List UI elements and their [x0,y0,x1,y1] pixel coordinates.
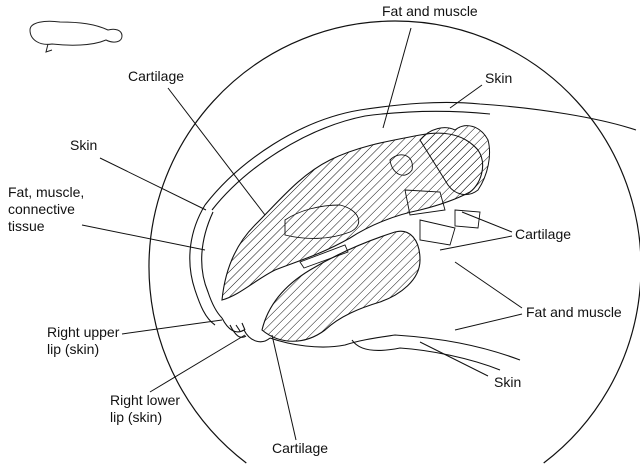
label-skin-top-right: Skin [485,70,513,86]
label-skin-left: Skin [70,137,98,153]
head-outline [189,101,637,371]
inner-details [284,154,481,269]
magnified-section-circle [148,20,640,464]
manatee-icon [29,20,123,53]
label-fat-and-muscle-top: Fat and muscle [382,3,478,19]
lower-jaw-hatched [261,230,421,342]
label-fat-and-muscle-right: Fat and muscle [526,304,622,320]
nasal-hatched [419,125,491,196]
leader-lines [81,27,523,441]
label-cartilage-bottom: Cartilage [272,440,329,456]
label-skin-bottom-right: Skin [494,374,522,390]
label-right-upper-lip: Right upper lip (skin) [47,324,120,357]
label-right-lower-lip: Right lower lip (skin) [110,392,181,425]
label-fat-muscle-connective: Fat, muscle, connective tissue [8,184,85,234]
label-cartilage-top: Cartilage [128,68,185,84]
label-cartilage-right: Cartilage [515,226,572,242]
